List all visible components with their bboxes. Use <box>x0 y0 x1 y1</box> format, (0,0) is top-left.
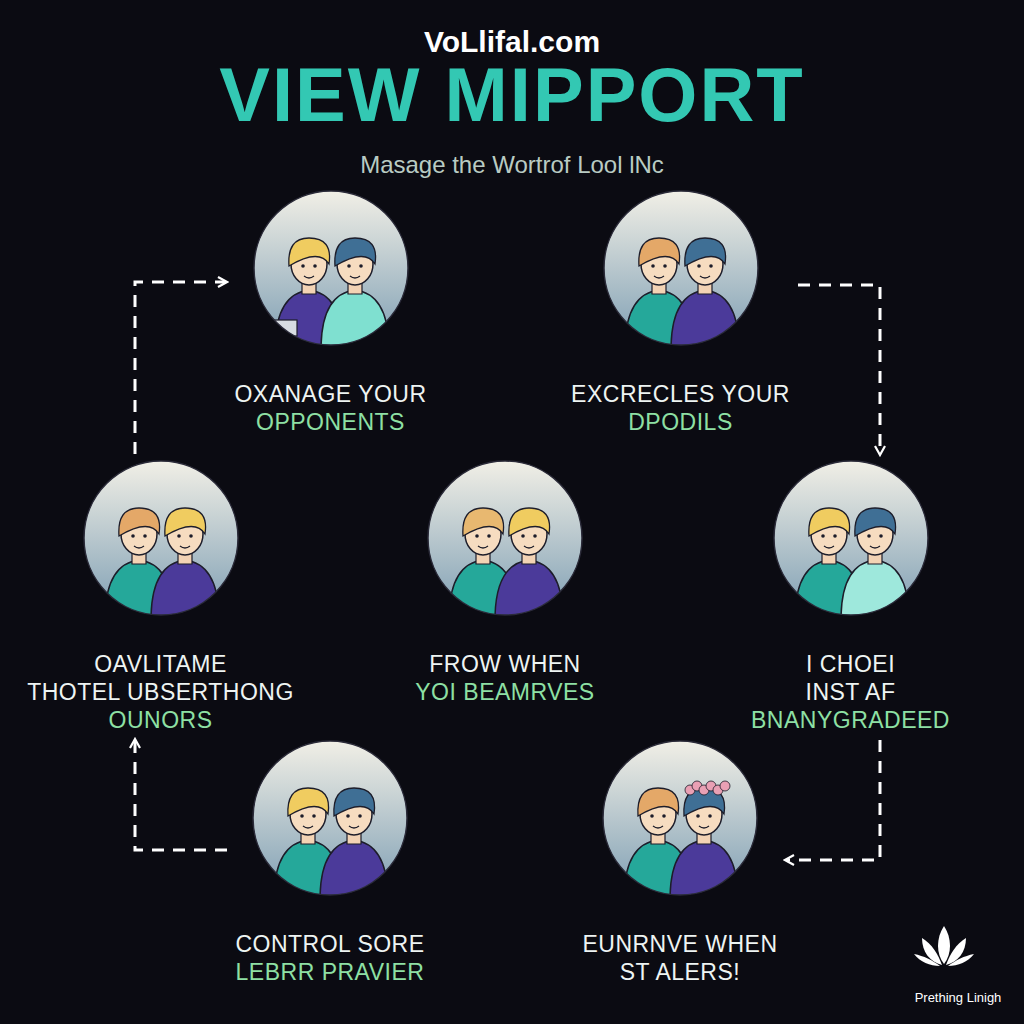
logo-text: Prething Linigh <box>902 990 1014 1006</box>
step-node: I CHOEIINST AFBNANYGRADEED <box>749 460 952 734</box>
site-name: VoLlifal.com <box>0 24 1024 60</box>
step-illustration <box>252 740 408 896</box>
step-illustration <box>603 190 759 346</box>
step-illustration <box>773 460 929 616</box>
step-node: EXCRECLES YOURDPODILS <box>569 190 792 436</box>
step-node: EUNRNVE WHENST ALERS! <box>580 740 780 986</box>
flow-arrow <box>786 740 880 860</box>
flow-arrow <box>798 285 880 454</box>
step-illustration <box>427 460 583 616</box>
lotus-logo <box>912 918 976 982</box>
step-caption: ST ALERS! <box>580 958 780 986</box>
step-illustration <box>83 460 239 616</box>
title: VIEW MIPPORT <box>0 50 1024 140</box>
step-node: FROW WHENYOI BEAMRVES <box>413 460 597 706</box>
step-caption: EUNRNVE WHEN <box>580 930 780 958</box>
step-node: CONTROL SORELEBRR PRAVIER <box>233 740 427 986</box>
step-caption: CONTROL SORE <box>233 930 427 958</box>
step-caption: OUNORS <box>25 706 296 734</box>
step-caption: THOTEL UBSERTHONG <box>25 678 296 706</box>
step-caption: OAVLITAME <box>25 650 296 678</box>
subtitle: Masage the Wortrof Lool lNc <box>0 150 1024 180</box>
step-caption: YOI BEAMRVES <box>413 678 597 706</box>
step-caption: FROW WHEN <box>413 650 597 678</box>
step-caption: INST AF <box>749 678 952 706</box>
step-caption: I CHOEI <box>749 650 952 678</box>
step-caption: BNANYGRADEED <box>749 706 952 734</box>
step-caption: EXCRECLES YOUR <box>569 380 792 408</box>
step-caption: OPPONENTS <box>232 408 429 436</box>
flow-arrow <box>135 282 226 454</box>
flow-arrow <box>135 740 227 850</box>
step-node: OAVLITAMETHOTEL UBSERTHONGOUNORS <box>25 460 296 734</box>
step-node: OXANAGE YOUROPPONENTS <box>232 190 429 436</box>
step-illustration <box>253 190 409 346</box>
step-caption: LEBRR PRAVIER <box>233 958 427 986</box>
step-caption: OXANAGE YOUR <box>232 380 429 408</box>
step-caption: DPODILS <box>569 408 792 436</box>
step-illustration <box>602 740 758 896</box>
